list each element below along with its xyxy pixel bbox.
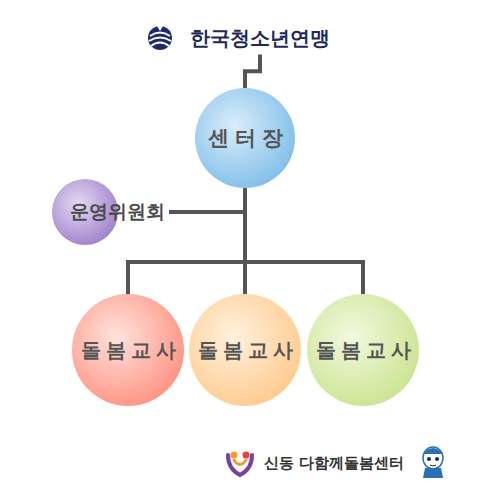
org-circle: 운영위원회 [52,179,169,245]
circle-fill [189,294,301,406]
role-text: 돌봄교사 [81,337,181,364]
center-name: 신동 다함께돌봄센터 [264,454,404,473]
role-text: 돌봄교사 [316,337,416,364]
org-circle: 돌봄교사 [72,294,184,406]
center-logo [228,452,252,476]
mascot [423,447,443,478]
org-circle: 돌봄교사 [307,294,419,406]
org-name-text: 한국청소년연맹 [190,25,330,52]
org-circle: 돌봄교사 [189,294,301,406]
circle-fill [195,88,295,188]
circle-fill [72,294,184,406]
role-text: 운영위원회 [70,199,165,225]
org-circle: 센터장 [195,88,295,188]
org-connector [245,188,363,294]
role-text: 센터장 [208,124,289,152]
circle-fill [307,294,419,406]
role-text: 돌봄교사 [198,337,298,364]
org-connector [169,188,245,212]
league-emblem [148,26,172,50]
organization-name: 한국청소년연맹 [186,22,334,55]
org-connector [245,55,260,89]
